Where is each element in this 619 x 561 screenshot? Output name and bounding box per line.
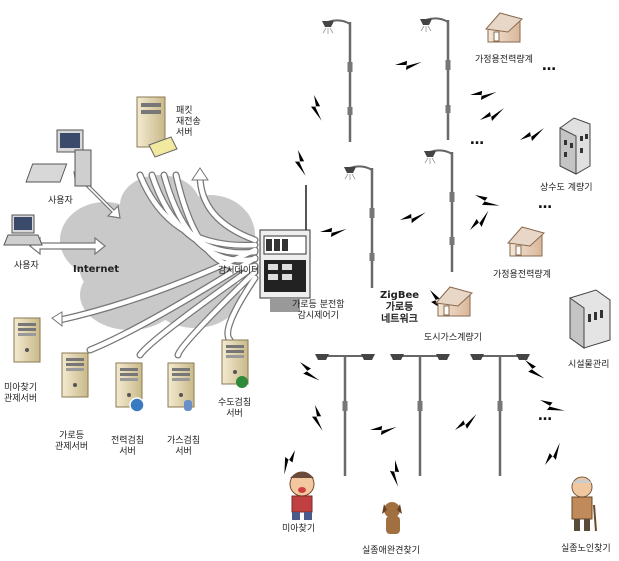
label-line: 재전송 — [176, 117, 201, 128]
gas-server-label: 가스검침 서버 — [167, 436, 200, 458]
label-line: 관제서버 — [55, 442, 88, 453]
ellipsis: … — [470, 132, 485, 148]
ellipsis: … — [542, 58, 557, 74]
lost-pet-label: 실종애완견찾기 — [362, 546, 420, 557]
database-icon — [184, 400, 192, 411]
house-icon — [436, 287, 472, 316]
monitor-data-label: 감시데이터 — [218, 266, 259, 277]
label-line: 서버 — [111, 447, 144, 458]
streetlight-poles — [315, 18, 530, 476]
elder-icon — [572, 477, 596, 531]
label-line: 패킷 — [176, 106, 201, 117]
controller-label: 가로등 분전함 감시제어기 — [292, 300, 345, 322]
controller-box-icon — [260, 185, 310, 312]
streetlight-server-icon — [62, 353, 88, 397]
missing-child-server-label: 미아찾기 관제서버 — [4, 383, 37, 405]
packet-server-icon — [137, 97, 177, 157]
label-line: ZigBee — [380, 290, 419, 302]
label-line: 가로등 분전함 — [292, 300, 345, 311]
label-line: 감시제어기 — [292, 311, 345, 322]
user-laptop-icon — [4, 215, 42, 245]
label-line: 서버 — [218, 409, 251, 420]
user-label-2: 사용자 — [14, 261, 39, 272]
power-server-label: 전력검침 서버 — [111, 436, 144, 458]
dog-icon — [382, 502, 402, 534]
zigbee-label: ZigBee 가로등 네트워크 — [380, 290, 419, 326]
house-icon — [486, 13, 522, 42]
globe-icon — [130, 398, 144, 412]
ellipsis: … — [538, 408, 553, 424]
label-line: 관제서버 — [4, 394, 37, 405]
label-line: 수도검침 — [218, 398, 251, 409]
water-server-label: 수도검침 서버 — [218, 398, 251, 420]
streetlight-server-label: 가로등 관제서버 — [55, 431, 88, 453]
label-line: 네트워크 — [380, 314, 419, 326]
label-line: 서버 — [176, 128, 201, 139]
missing-child-server-icon — [14, 318, 40, 362]
house-icon — [508, 227, 544, 256]
label-line: 가로등 — [55, 431, 88, 442]
facility-building-icon — [570, 290, 610, 348]
missing-elder-label: 실종노인찾기 — [561, 544, 611, 555]
home-power-meter-label-mid: 가정용전력량계 — [493, 270, 551, 281]
label-line: 가로등 — [380, 302, 419, 314]
city-gas-meter-label: 도시가스계량기 — [424, 333, 482, 344]
internet-label: Internet — [73, 264, 119, 275]
label-line: 전력검침 — [111, 436, 144, 447]
label-line: 가스검침 — [167, 436, 200, 447]
home-power-meter-label-top: 가정용전력량계 — [475, 55, 533, 66]
water-meter-label: 상수도 계량기 — [540, 183, 593, 194]
facility-mgmt-label: 시설물관리 — [568, 360, 609, 371]
user-label-1: 사용자 — [48, 196, 73, 207]
water-facility-icon — [560, 118, 590, 174]
missing-child-label: 미아찾기 — [282, 524, 315, 535]
globe-icon — [236, 376, 248, 388]
user-desktop-icon — [26, 130, 91, 186]
crying-child-icon — [290, 472, 314, 520]
ellipsis: … — [538, 196, 553, 212]
packet-server-label: 패킷 재전송 서버 — [176, 106, 201, 139]
label-line: 미아찾기 — [4, 383, 37, 394]
label-line: 서버 — [167, 447, 200, 458]
